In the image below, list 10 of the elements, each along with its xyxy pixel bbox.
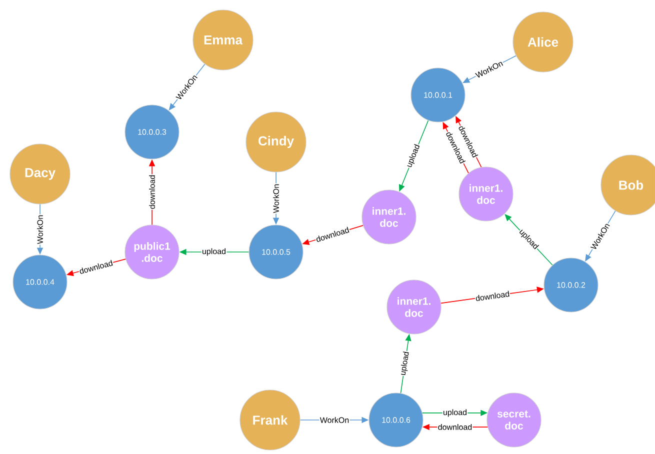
edge-label: download	[437, 423, 473, 431]
edge-label: download	[474, 290, 511, 302]
edge-label: upload	[442, 408, 468, 418]
edge-label: WorkOn	[272, 183, 280, 214]
edge-label: download	[148, 174, 156, 210]
edge-label: WorkOn	[36, 214, 44, 245]
edge-label: upload	[398, 350, 412, 377]
edge-label: upload	[404, 142, 422, 170]
edge-label: WorkOn	[319, 416, 350, 424]
edge-label: upload	[201, 248, 227, 256]
